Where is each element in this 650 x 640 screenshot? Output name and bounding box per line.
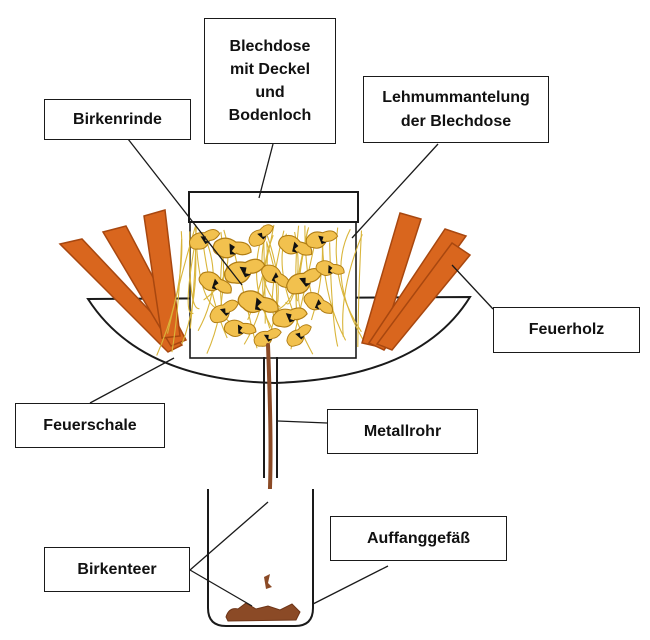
label-birkenteer-text: Birkenteer (77, 560, 157, 578)
birch-bark-piece (286, 267, 323, 295)
label-birkenrinde-text: Birkenrinde (73, 110, 162, 128)
label-feuerschale: Feuerschale (15, 403, 165, 448)
birch-bark-piece (209, 299, 239, 324)
label-birkenteer: Birkenteer (44, 547, 190, 592)
firewood-right (361, 212, 472, 351)
firewood-left (58, 209, 188, 353)
clay-fiber (202, 241, 228, 339)
label-blechdose: Blechdose mit Deckel und Bodenloch (204, 18, 336, 144)
birch-bark-piece (189, 228, 221, 250)
can-lid (188, 191, 359, 223)
label-metallrohr-text: Metallrohr (363, 422, 442, 440)
label-lehmummantelung-line-1: Lehmummantelung (382, 89, 530, 107)
birch-bark-piece (261, 264, 290, 289)
label-auffanggefaess: Auffanggefäß (330, 516, 507, 561)
leader-lines (89, 138, 494, 607)
label-feuerholz: Feuerholz (493, 307, 640, 353)
birch-bark-piece (253, 328, 282, 347)
tar-pool (225, 602, 301, 622)
label-feuerholz-text: Feuerholz (528, 321, 605, 339)
clay-fiber (171, 239, 183, 353)
birch-bark-piece (248, 224, 274, 247)
clay-fiber (322, 239, 347, 341)
birch-bark-piece (303, 292, 333, 314)
label-blechdose-line-1: Blechdose (229, 37, 311, 55)
clay-fiber (189, 231, 200, 310)
tar-drop (264, 574, 272, 589)
birch-bark-piece (198, 271, 232, 294)
label-feuerschale-text: Feuerschale (43, 416, 137, 434)
clay-fiber (342, 234, 363, 337)
label-blechdose-line-3: und (255, 84, 285, 101)
clay-fiber (335, 227, 362, 333)
tar-stream (266, 343, 273, 512)
birch-bark-piece (286, 324, 312, 347)
birch-bark-piece (224, 258, 266, 284)
birch-bark-piece (305, 230, 339, 249)
metal-pipe (263, 357, 278, 478)
birch-bark-piece (223, 319, 257, 337)
label-blechdose-line-2: mit Deckel (229, 60, 311, 78)
label-lehmummantelung-line-2: der Blechdose (400, 112, 512, 130)
label-birkenrinde: Birkenrinde (44, 99, 191, 140)
label-lehmummantelung: Lehmummantelung der Blechdose (363, 76, 549, 143)
birch-bark-piece (237, 290, 279, 314)
birch-bark-piece (278, 234, 313, 256)
label-metallrohr: Metallrohr (327, 409, 478, 454)
birch-bark-piece (315, 260, 345, 276)
clay-fiber (262, 231, 266, 324)
birch-bark-piece (272, 307, 308, 328)
birch-bark-pieces (189, 224, 345, 347)
label-auffanggefaess-text: Auffanggefäß (366, 529, 471, 547)
label-blechdose-line-4: Bodenloch (228, 107, 312, 125)
collection-vessel (207, 489, 314, 627)
clay-fiber (340, 229, 364, 340)
clay-fiber (357, 230, 363, 348)
